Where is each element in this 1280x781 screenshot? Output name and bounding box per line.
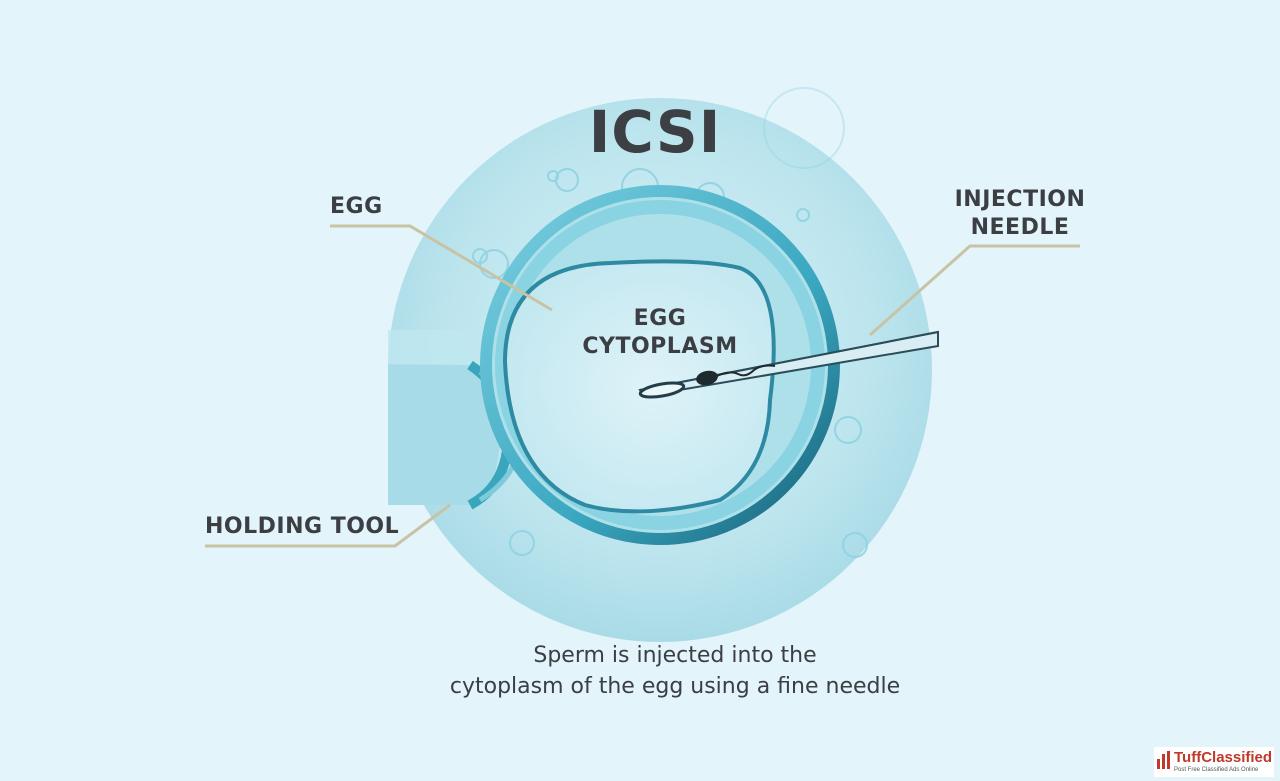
egg-cytoplasm-label: EGG CYTOPLASM [560,305,760,361]
injection-needle-label-line2: NEEDLE [970,215,1070,240]
bubble [763,87,845,169]
watermark-logo: TuffClassified Post Free Classified Ads … [1154,747,1274,777]
bubble [834,416,862,444]
bubble [796,208,810,222]
injection-needle-label: INJECTION NEEDLE [950,186,1090,242]
bubble [472,248,488,264]
caption-line1: Sperm is injected into the [533,643,817,668]
egg-cytoplasm-label-line1: EGG [633,306,687,331]
bar-chart-icon [1157,751,1170,769]
egg-cytoplasm-label-line2: CYTOPLASM [582,334,738,359]
egg-label: EGG [330,194,383,219]
needle-leader-line [869,244,1080,337]
watermark-name: TuffClassified [1174,749,1273,766]
watermark-tagline: Post Free Classified Ads Online [1174,767,1259,773]
bubble [842,532,868,558]
diagram-title: ICSI [588,98,722,166]
bubble [509,530,535,556]
caption-line2: cytoplasm of the egg using a fine needle [449,674,901,699]
holding-tool-label: HOLDING TOOL [205,514,400,539]
injection-needle-label-line1: INJECTION [954,187,1086,212]
leader-lines [205,224,1080,548]
egg-leader-line [330,224,553,312]
egg-cytoplasm [502,259,776,514]
bubble [547,170,559,182]
caption: Sperm is injected into the cytoplasm of … [380,640,970,702]
holding-tool-leader-line [205,503,451,548]
sperm-cell [696,364,776,386]
